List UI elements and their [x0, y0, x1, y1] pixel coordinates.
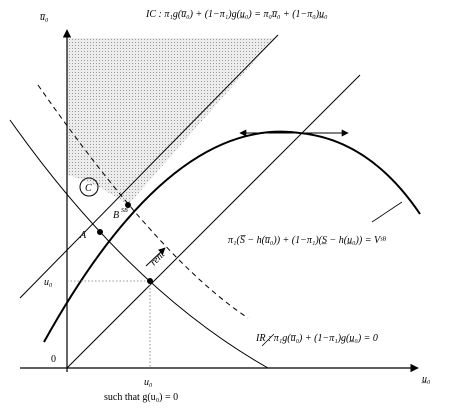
- point-b-dot: [125, 202, 131, 208]
- point-a-label: A: [79, 230, 87, 241]
- region-c-label: C: [85, 183, 92, 194]
- region-c-circle: [79, 177, 99, 197]
- objective-leader: [371, 201, 403, 223]
- ic-label: IC : π₁g(u̅₀) + (1−π₁)g(u̲₀) = π₀u̅₀ + (…: [145, 9, 328, 20]
- certainty-line: [66, 74, 361, 369]
- x-axis-label: u̲₀: [421, 374, 431, 385]
- point-b-superscript: SB: [121, 208, 128, 214]
- dashed-curve: [37, 84, 249, 319]
- y-axis-label: u̅₀: [39, 12, 49, 23]
- ic-line: [19, 34, 279, 299]
- y-tick-label: u₀: [44, 277, 53, 288]
- point-b-label: B: [113, 210, 119, 221]
- rent-arrow: [145, 247, 166, 267]
- x-tick-label: u₀: [144, 377, 153, 388]
- ir-label: IR : π₁g(u̅₀) + (1−π₁)g(u̲₀) = 0: [255, 333, 378, 344]
- ir-leader: [261, 333, 275, 347]
- point-first-best-dot: [147, 278, 153, 284]
- ir-curve: [9, 119, 269, 369]
- shaded-region: [67, 38, 275, 205]
- x-tick-note: such that g(u₀) = 0: [104, 392, 178, 403]
- point-a-dot: [97, 229, 103, 235]
- origin-label: 0: [51, 354, 56, 365]
- rent-label: rent: [148, 249, 167, 268]
- objective-label: π₁(S̅ − h(u̅₀)) + (1−π₁)(S̲ − h(u̲₀)) = …: [228, 235, 386, 246]
